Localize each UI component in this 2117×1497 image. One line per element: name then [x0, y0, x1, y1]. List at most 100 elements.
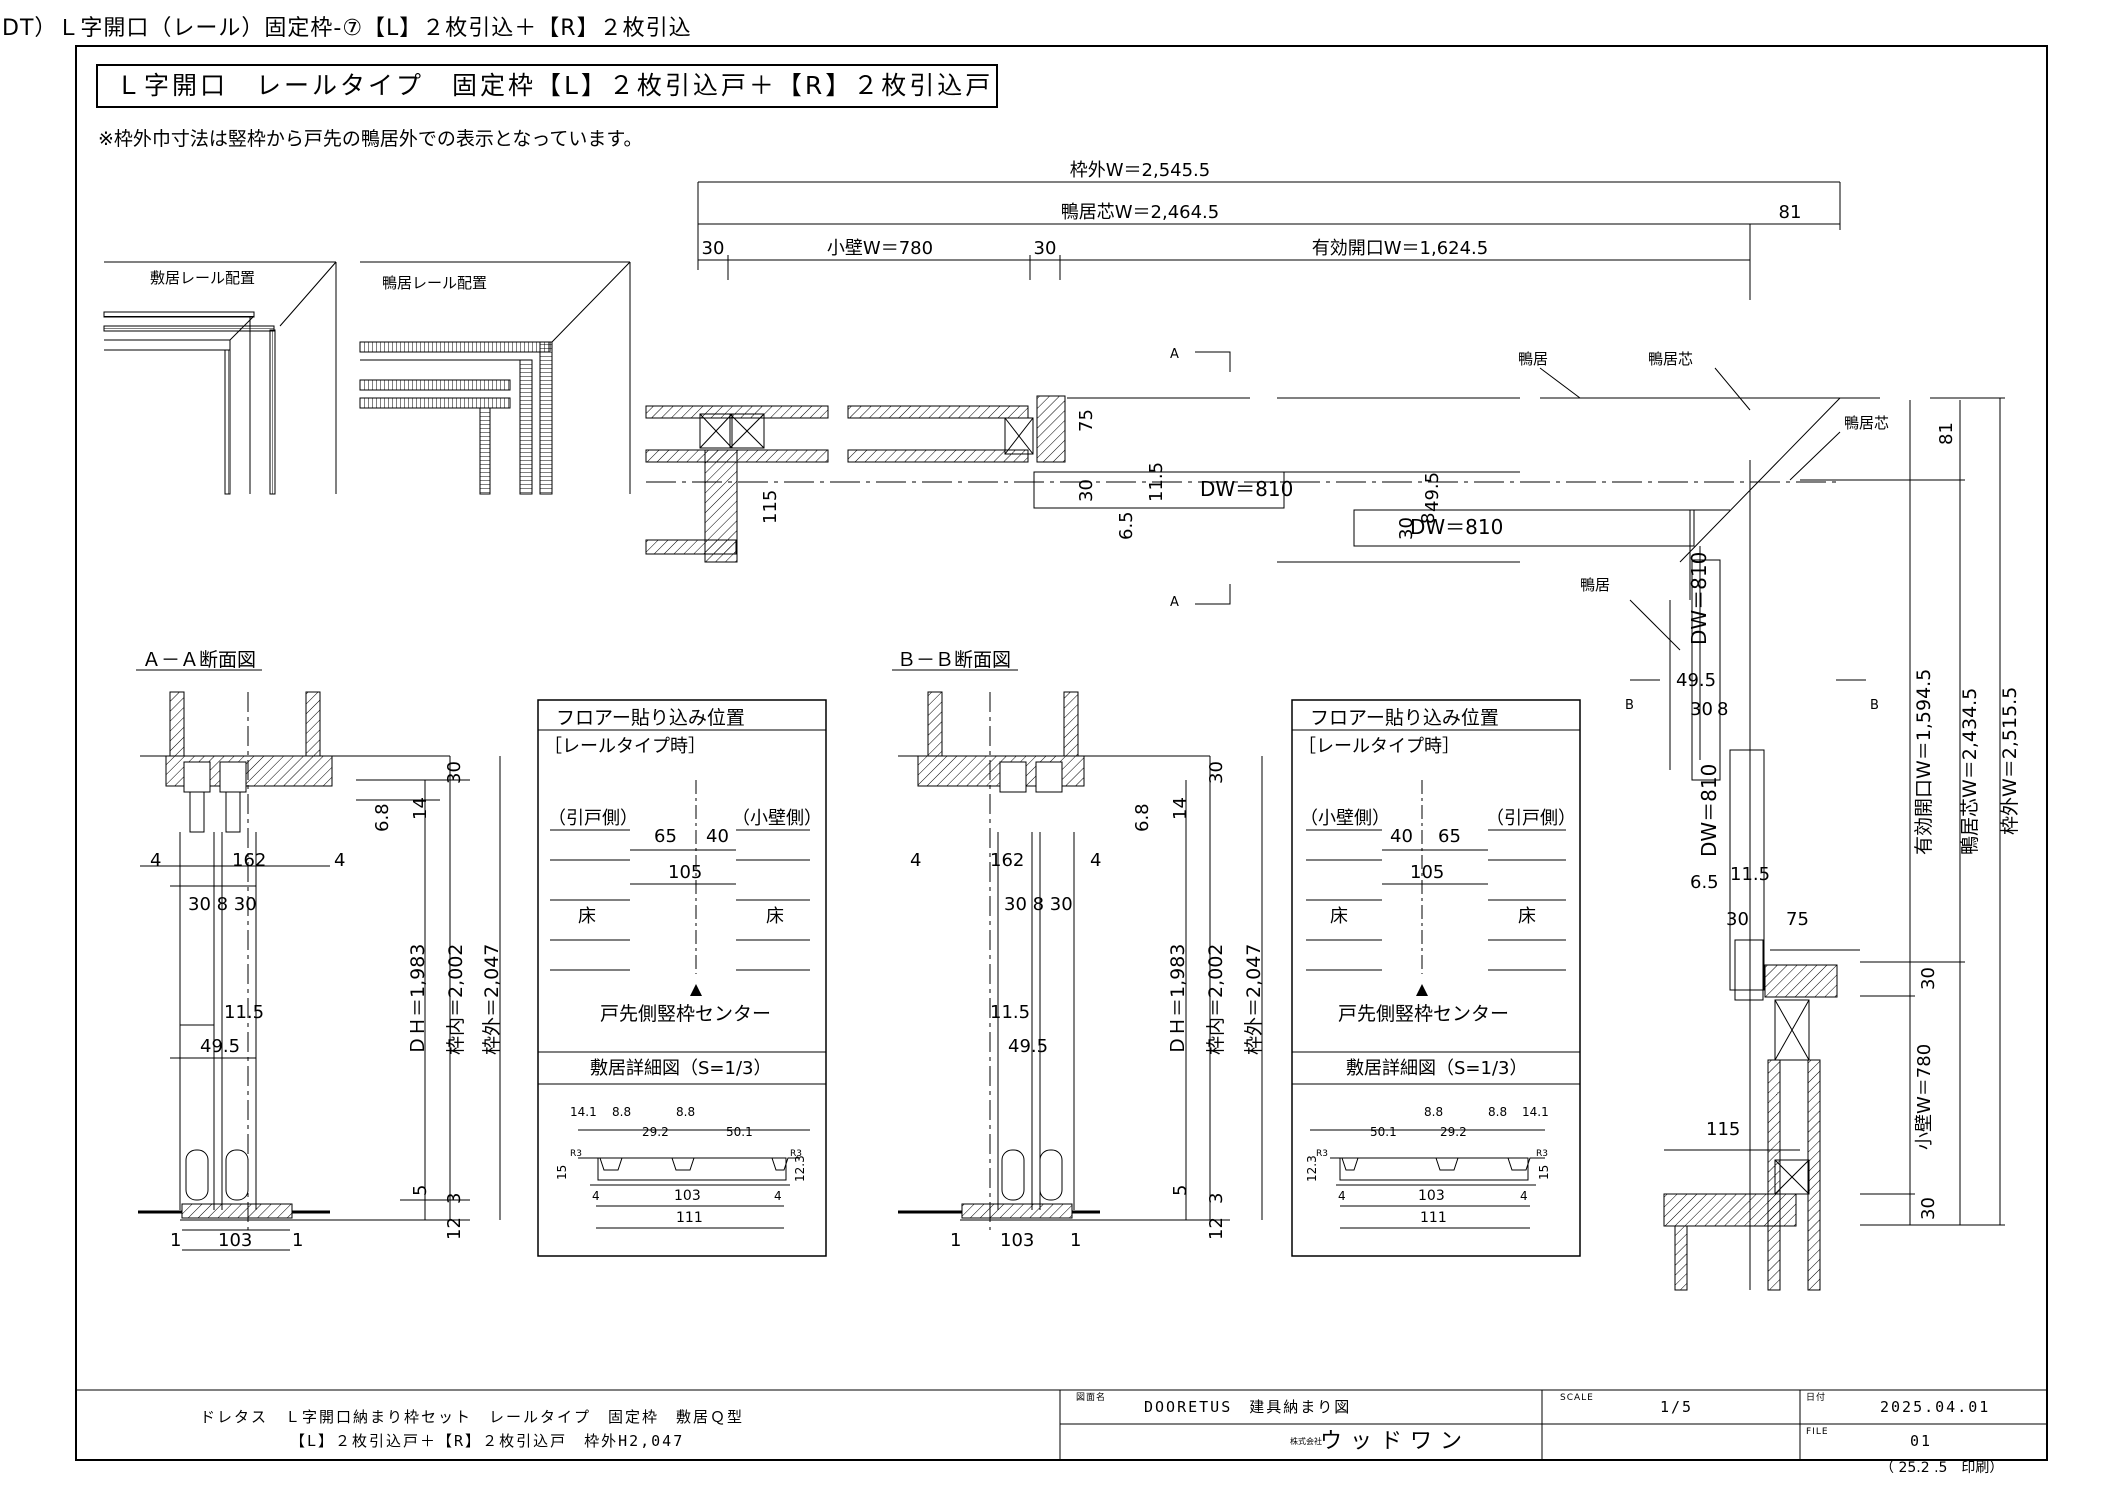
a-dim-6-8: 6.8 — [372, 803, 393, 832]
b-dim-3: 3 — [1206, 1193, 1227, 1204]
b-dim-162: 162 — [990, 850, 1024, 871]
company-prefix: 株式会社 — [1290, 1436, 1322, 1446]
sill-a-29-2: 29.2 — [642, 1125, 669, 1139]
sill-a-50-1: 50.1 — [726, 1125, 753, 1139]
dim-8-right: 8 — [1717, 699, 1728, 720]
title-block-date: 2025.04.01 — [1880, 1398, 1990, 1416]
a-outer-height: 枠外＝2,047 — [481, 944, 503, 1055]
print-date: （ 25.2 .5 印刷） — [1880, 1460, 2003, 1476]
dim-49-5-plan: 49.5 — [1422, 472, 1443, 512]
b-dim-6-8: 6.8 — [1132, 803, 1153, 832]
right-dimensions — [1860, 397, 2005, 1226]
title-block-file-label: FILE — [1806, 1427, 1829, 1437]
section-b-title: Ｂ－Ｂ断面図 — [897, 649, 1011, 671]
dim-81-top: 81 — [1779, 202, 1802, 223]
a-dim-11-5: 11.5 — [224, 1002, 264, 1023]
sill-b-12-3: 12.3 — [1305, 1155, 1319, 1182]
a-dim-4-right: 4 — [334, 850, 345, 871]
company-name: ウッドワン — [1320, 1429, 1470, 1454]
a-dim-162: 162 — [232, 850, 266, 871]
door-width-label-3: DW＝810 — [1687, 552, 1711, 645]
dim-11-5-right: 11.5 — [1730, 864, 1770, 885]
floor-panel-b — [1291, 699, 1581, 1257]
floor-panel-a-65: 65 — [654, 826, 677, 847]
section-b-drawing — [898, 691, 1263, 1230]
wall-width-label: 小壁W＝780 — [827, 238, 933, 259]
section-a-marker-bottom: A — [1170, 595, 1179, 610]
dim-30-plan-2: 30 — [1396, 517, 1417, 540]
floor-panel-b-sill-title: 敷居詳細図（S=1/3） — [1346, 1058, 1527, 1079]
kamoi-label-1: 鴨居 — [1518, 350, 1548, 368]
floor-panel-b-floor-right: 床 — [1518, 906, 1536, 927]
dim-75-right: 75 — [1786, 909, 1809, 930]
effective-opening-label: 有効開口W＝1,624.5 — [1312, 238, 1489, 259]
section-a-drawing — [138, 691, 501, 1251]
wall-width-right: 小壁W＝780 — [1914, 1044, 1935, 1150]
dim-30-plan: 30 — [1076, 479, 1097, 502]
sill-a-8-8-2: 8.8 — [676, 1105, 695, 1119]
sill-a-8-8-1: 8.8 — [612, 1105, 631, 1119]
floor-panel-b-105: 105 — [1410, 862, 1444, 883]
effective-opening-right: 有効開口W＝1,594.5 — [1913, 669, 1935, 855]
page-title: DT）Ｌ字開口（レール）固定枠-⑦【L】２枚引込＋【R】２枚引込 — [2, 16, 692, 41]
sill-b-29-2: 29.2 — [1440, 1125, 1467, 1139]
a-dh: ＤＨ＝1,983 — [407, 944, 429, 1055]
a-dim-30-8-30: 30 8 30 — [188, 894, 257, 915]
center-marker-b — [1416, 984, 1428, 996]
door-width-label-4: DW＝810 — [1697, 764, 1721, 857]
floor-panel-b-floor-left: 床 — [1330, 906, 1348, 927]
b-dim-30: 30 — [1206, 761, 1227, 784]
title-block-scale-label: SCALE — [1560, 1393, 1594, 1403]
sheet-border — [75, 45, 2048, 1461]
drawing-heading: Ｌ字開口 レールタイプ 固定枠【L】２枚引込戸＋【R】２枚引込戸 — [96, 64, 998, 108]
floor-panel-a-center: 戸先側竪枠センター — [600, 1003, 771, 1025]
section-a-title: Ａ－Ａ断面図 — [142, 649, 256, 671]
floor-panel-a-left: （引戸側） — [548, 808, 638, 829]
b-dim-49-5: 49.5 — [1008, 1036, 1048, 1057]
floor-panel-b-65: 65 — [1438, 826, 1461, 847]
frame-note: ※枠外巾寸法は竪枠から戸先の鴨居外での表示となっています。 — [98, 128, 643, 150]
a-dim-1-right: 1 — [292, 1230, 303, 1251]
sill-b-14-1: 14.1 — [1522, 1105, 1549, 1119]
door-width-label-1: DW＝810 — [1200, 477, 1293, 501]
sill-b-4-left: 4 — [1338, 1189, 1346, 1203]
sill-a-103: 103 — [674, 1188, 701, 1204]
outer-width-right: 枠外W＝2,515.5 — [1999, 687, 2021, 835]
dim-30-right: 30 — [1690, 699, 1713, 720]
sill-b-r3-right: R3 — [1536, 1149, 1548, 1159]
floor-panel-a-105: 105 — [668, 862, 702, 883]
a-dim-49-5: 49.5 — [200, 1036, 240, 1057]
sill-a-r3-right: R3 — [790, 1149, 802, 1159]
section-b-marker-left: B — [1625, 698, 1634, 713]
head-center-right: 鴨居芯W＝2,434.5 — [1959, 688, 1981, 855]
sill-b-8-8-1: 8.8 — [1424, 1105, 1443, 1119]
section-b-marker-right: B — [1870, 698, 1879, 713]
head-center-width-label: 鴨居芯W＝2,464.5 — [1061, 202, 1220, 223]
sill-b-8-8-2: 8.8 — [1488, 1105, 1507, 1119]
door-width-label-2: DW＝810 — [1410, 515, 1503, 539]
dim-6-5-plan: 6.5 — [1116, 511, 1137, 540]
dim-115-right: 115 — [1706, 1119, 1740, 1140]
b-inner-height: 枠内＝2,002 — [1205, 944, 1227, 1055]
title-block-line1: ドレタス Ｌ字開口納まり枠セット レールタイプ 固定枠 敷居Ｑ型 — [200, 1408, 744, 1426]
b-dim-1-right: 1 — [1070, 1230, 1081, 1251]
head-rail-layout-label: 鴨居レール配置 — [382, 274, 487, 292]
sill-b-111: 111 — [1420, 1210, 1447, 1226]
kamoi-center-label-1: 鴨居芯 — [1648, 350, 1693, 368]
sill-b-103: 103 — [1418, 1188, 1445, 1204]
floor-panel-b-left: （小壁側） — [1300, 808, 1390, 829]
a-dim-103: 103 — [218, 1230, 252, 1251]
dim-30-right-top: 30 — [1918, 967, 1939, 990]
a-dim-5: 5 — [410, 1185, 431, 1196]
title-block-name: DOORETUS 建具納まり図 — [1144, 1398, 1351, 1416]
sill-a-4-left: 4 — [592, 1189, 600, 1203]
title-block-name-label: 図面名 — [1076, 1391, 1106, 1403]
floor-panel-a-right: （小壁側） — [732, 808, 822, 829]
dim-115-plan: 115 — [760, 490, 781, 524]
b-dim-14: 14 — [1170, 797, 1191, 820]
a-dim-3: 3 — [444, 1193, 465, 1204]
floor-panel-b-subtitle: ［レールタイプ時］ — [1298, 736, 1460, 757]
a-dim-4-left: 4 — [150, 850, 161, 871]
dim-30-mid: 30 — [1034, 238, 1057, 259]
